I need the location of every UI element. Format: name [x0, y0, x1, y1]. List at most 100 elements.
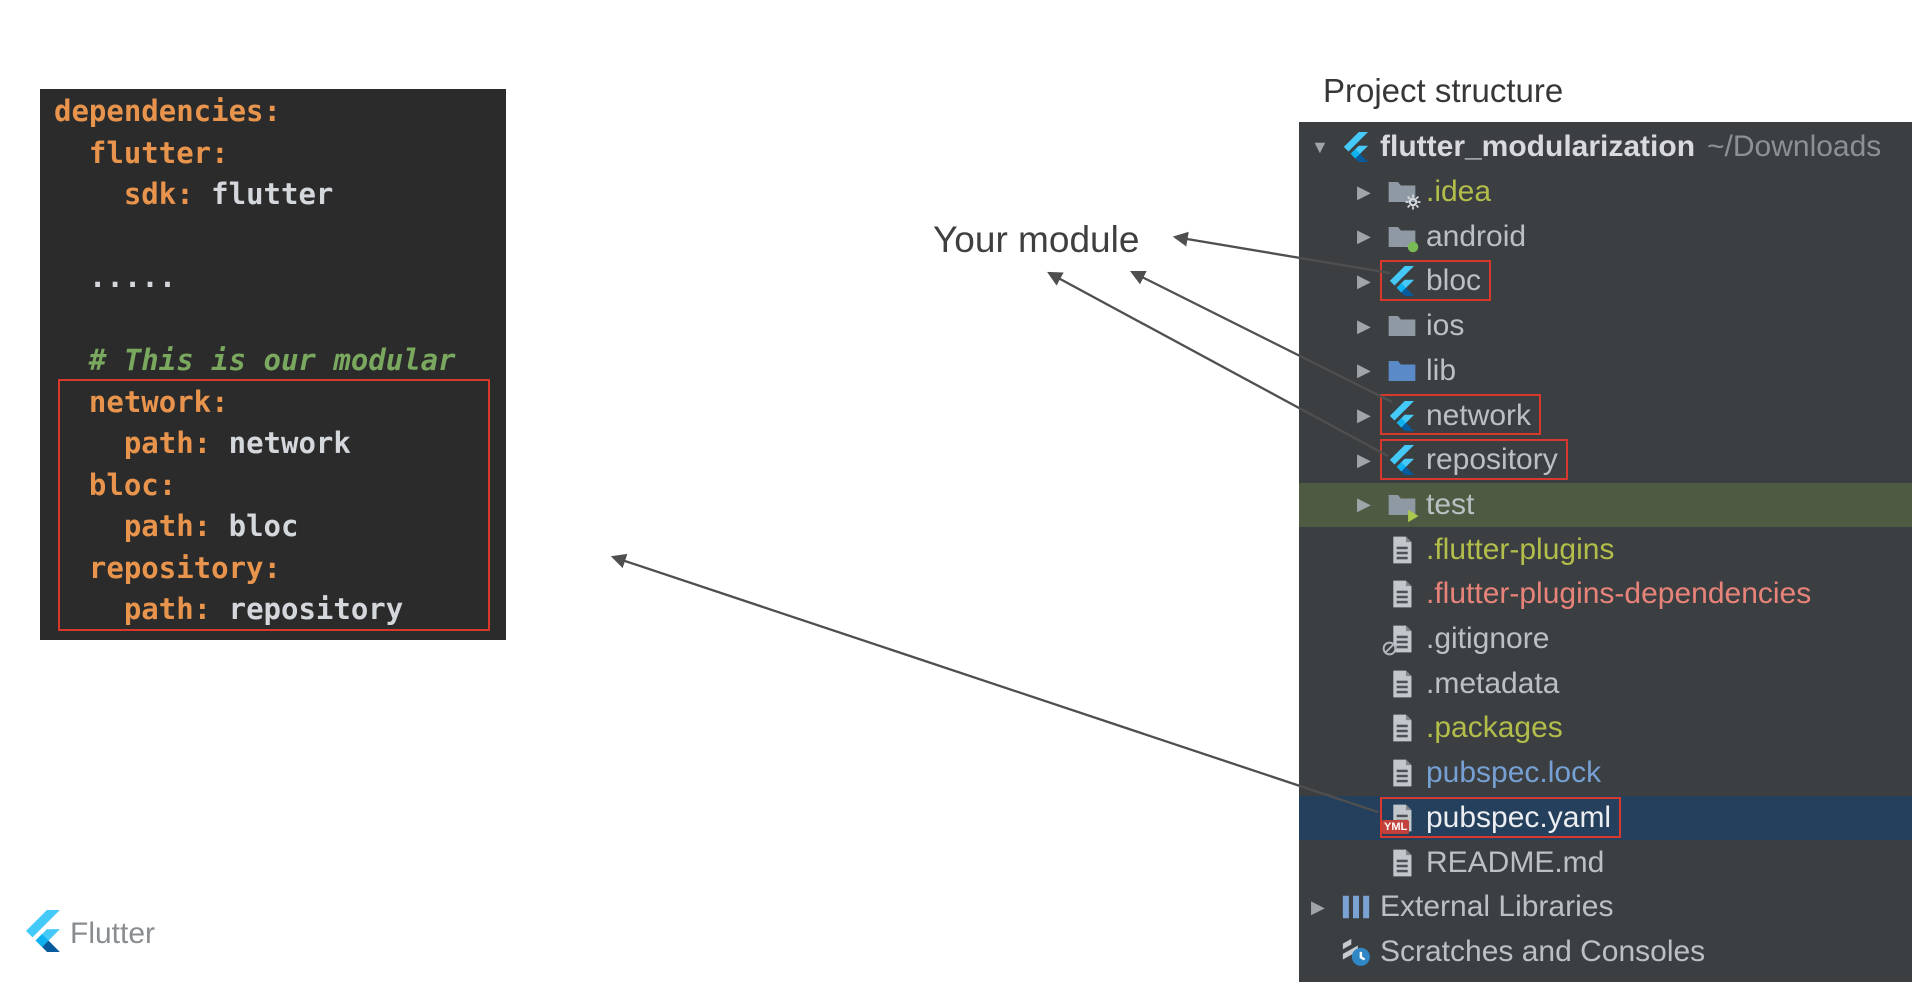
tree-item-label: README.md	[1426, 845, 1605, 879]
tree-item-label: test	[1426, 487, 1475, 521]
project-structure-title: Project structure	[1323, 72, 1564, 109]
tree-item-metadata[interactable]: .metadata	[1299, 661, 1912, 706]
code-token-value: network	[211, 426, 351, 460]
code-token-key: path:	[123, 426, 212, 460]
chevron-right-icon[interactable]: ▶	[1357, 181, 1371, 202]
tree-item-android[interactable]: ▶ android	[1299, 214, 1912, 259]
libraries-icon	[1341, 892, 1371, 922]
code-line: dependencies:	[54, 91, 506, 133]
tree-item-flutter-plugins-dependencies[interactable]: .flutter-plugins-dependencies	[1299, 572, 1912, 617]
code-token-plain	[54, 136, 89, 170]
code-token-key: flutter:	[88, 135, 229, 170]
tree-item-label: bloc	[1426, 264, 1482, 298]
flutter-icon	[1387, 445, 1417, 476]
code-token-value: flutter	[193, 177, 334, 211]
flutter-icon	[1387, 400, 1417, 431]
code-token-comment: # This is our modular	[88, 343, 456, 377]
tree-item-bloc[interactable]: ▶ bloc	[1299, 259, 1912, 304]
chevron-right-icon[interactable]: ▶	[1357, 449, 1371, 470]
chevron-right-icon[interactable]: ▶	[1357, 226, 1371, 247]
code-token-value: bloc	[211, 509, 299, 543]
tree-item-label: android	[1426, 219, 1527, 253]
tree-item-label: .gitignore	[1426, 622, 1550, 656]
tree-item-label: .metadata	[1426, 666, 1560, 700]
chevron-down-icon[interactable]: ▼	[1311, 136, 1329, 157]
code-line: repository:	[54, 548, 506, 590]
tree-item-repository[interactable]: ▶ repository	[1299, 438, 1912, 483]
flutter-icon	[1387, 266, 1417, 297]
code-line: network:	[54, 382, 506, 424]
code-line: path: network	[54, 423, 506, 465]
code-line: flutter:	[54, 133, 506, 175]
scratches-icon	[1341, 937, 1371, 967]
code-token-key: network:	[88, 384, 229, 419]
tree-item-flutter-modularization[interactable]: ▼ flutter_modularization ~/Downloads	[1299, 125, 1912, 170]
tree-item-label: Scratches and Consoles	[1380, 934, 1706, 968]
tree-item-label: flutter_modularization	[1380, 130, 1696, 164]
code-line: path: bloc	[54, 506, 506, 548]
tree-item-gitignore[interactable]: .gitignore	[1299, 617, 1912, 662]
flutter-icon	[1341, 132, 1371, 163]
tree-item-test[interactable]: ▶ test	[1299, 482, 1912, 528]
code-lines: dependencies: flutter: sdk: flutter ....…	[54, 91, 506, 631]
code-line: bloc:	[54, 465, 506, 507]
tree-item-label: .flutter-plugins	[1426, 532, 1615, 566]
code-token-plain	[54, 177, 124, 211]
tree-item-lib[interactable]: ▶ lib	[1299, 349, 1912, 394]
file-yml-icon: YML	[1382, 803, 1417, 834]
code-line: # This is our modular	[54, 340, 506, 382]
tree-item-network[interactable]: ▶ network	[1299, 393, 1912, 438]
folder-test-icon	[1387, 490, 1419, 523]
tree-item-scratches-and-consoles[interactable]: Scratches and Consoles	[1299, 930, 1912, 975]
file-icon	[1387, 669, 1417, 699]
code-token-plain	[54, 468, 89, 502]
code-token-key: bloc:	[88, 467, 177, 502]
code-line	[54, 216, 506, 258]
folder-android-icon	[1387, 222, 1419, 253]
code-token-plain	[54, 260, 89, 294]
folder-idea-icon	[1387, 177, 1421, 210]
tree-item-label: repository	[1426, 443, 1558, 477]
tree-item-readme-md[interactable]: README.md	[1299, 840, 1912, 885]
chevron-right-icon[interactable]: ▶	[1357, 360, 1371, 381]
tree-item-packages[interactable]: .packages	[1299, 706, 1912, 751]
tree-item-pubspec-lock[interactable]: pubspec.lock	[1299, 751, 1912, 796]
tree-item-label: .packages	[1426, 711, 1563, 745]
code-line	[54, 299, 506, 341]
tree-item-label: lib	[1426, 353, 1457, 387]
tree-item-path-suffix: ~/Downloads	[1707, 130, 1882, 164]
chevron-right-icon[interactable]: ▶	[1357, 315, 1371, 336]
your-module-label: Your module	[933, 219, 1140, 260]
code-token-plain	[54, 592, 124, 626]
project-tree-panel: ▼ flutter_modularization ~/Downloads ▶.idea…	[1299, 122, 1912, 982]
code-token-value: repository	[211, 592, 404, 626]
chevron-right-icon[interactable]: ▶	[1311, 896, 1325, 917]
flutter-brand-label: Flutter	[70, 916, 156, 950]
tree-item-label: External Libraries	[1380, 890, 1614, 924]
tree-item-label: network	[1426, 398, 1532, 432]
folder-lib-icon	[1387, 356, 1417, 386]
code-token-plain	[54, 551, 89, 585]
code-token-key: sdk:	[123, 177, 194, 211]
code-token-plain	[54, 385, 89, 419]
tree-item-external-libraries[interactable]: ▶ External Libraries	[1299, 885, 1912, 930]
code-token-key: path:	[123, 592, 212, 626]
code-token-plain	[54, 509, 124, 543]
file-icon	[1387, 535, 1417, 565]
code-token-key: dependencies:	[54, 94, 281, 128]
tree-item-idea[interactable]: ▶.idea	[1299, 170, 1912, 215]
code-line: .....	[54, 257, 506, 299]
tree-item-flutter-plugins[interactable]: .flutter-plugins	[1299, 527, 1912, 572]
code-token-plain	[54, 426, 124, 460]
file-icon	[1387, 848, 1417, 878]
chevron-right-icon[interactable]: ▶	[1357, 494, 1371, 515]
flutter-brand: Flutter	[26, 910, 155, 957]
tree-item-ios[interactable]: ▶ios	[1299, 304, 1912, 349]
file-icon	[1387, 758, 1417, 788]
chevron-right-icon[interactable]: ▶	[1357, 270, 1371, 291]
chevron-right-icon[interactable]: ▶	[1357, 405, 1371, 426]
file-git-icon	[1382, 624, 1417, 656]
yml-badge: YML	[1382, 819, 1410, 834]
